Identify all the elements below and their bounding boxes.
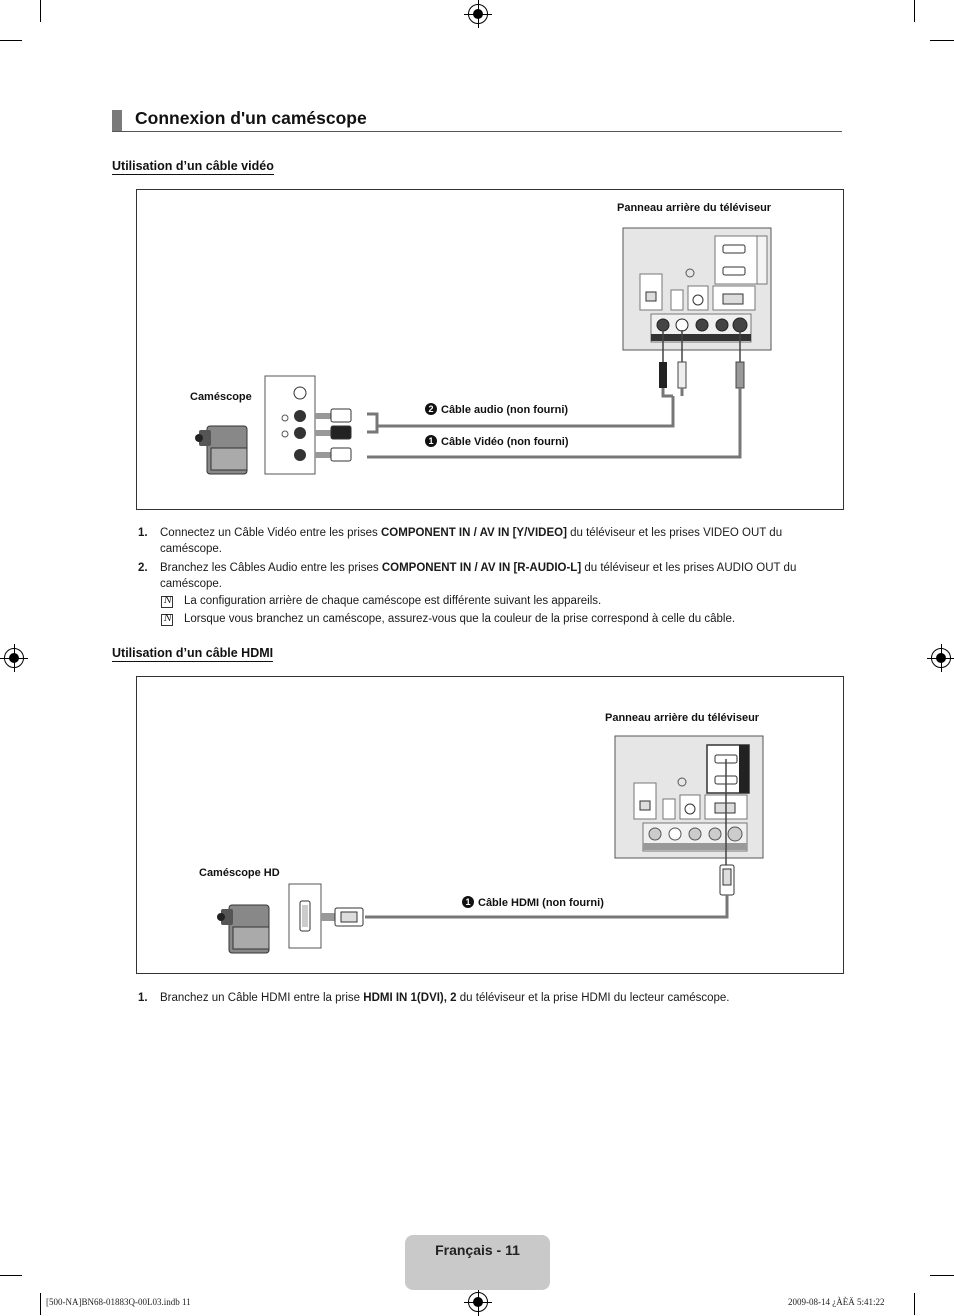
crop-mark: [0, 1275, 22, 1276]
camcorder-icon: [217, 904, 270, 954]
tv-panel-label: Panneau arrière du téléviseur: [605, 712, 760, 724]
camcorder-jack-panel: [264, 375, 316, 475]
registration-mark-icon: [0, 644, 28, 672]
print-slug-left: [500-NA]BN68-01883Q-00L03.indb 11: [46, 1297, 191, 1307]
tv-plugs: [659, 330, 745, 389]
hdmi-connection-illustration: [217, 735, 764, 954]
hdmi-heading: Utilisation d’un câble HDMI: [112, 646, 274, 662]
hdmi-cable: [365, 895, 729, 919]
print-slug-right: 2009-08-14 ¿ÀÈÄ 5:41:22: [788, 1297, 885, 1307]
camcorder-hdmi-plug: [321, 907, 364, 927]
tv-hdmi-plug: [719, 759, 735, 896]
hdmi-step-1: 1. Branchez un Câble HDMI entre la prise…: [138, 992, 730, 1004]
registration-mark-icon: [464, 1288, 492, 1316]
crop-mark: [40, 1293, 41, 1315]
video-diagram: Panneau arrière du téléviseur Caméscope …: [136, 189, 844, 510]
tv-back-panel: [614, 735, 764, 859]
camcorder-label: Caméscope HD: [199, 867, 280, 879]
video-connection-illustration: [195, 227, 772, 475]
crop-mark: [914, 0, 915, 22]
camcorder-label: Caméscope: [190, 391, 252, 403]
title-rule: [112, 131, 842, 132]
camcorder-hdmi-panel: [288, 883, 322, 949]
note-icon: [161, 596, 173, 608]
cables: [367, 388, 742, 459]
camcorder-plugs: [315, 408, 352, 462]
registration-mark-icon: [927, 644, 954, 672]
camcorder-icon: [195, 425, 248, 475]
page-title: Connexion d'un caméscope: [135, 108, 367, 128]
crop-mark: [0, 40, 22, 41]
video-step-2: 2. Branchez les Câbles Audio entre les p…: [138, 562, 797, 590]
crop-mark: [930, 1275, 954, 1276]
hdmi-diagram: Panneau arrière du téléviseur Caméscope …: [136, 676, 844, 974]
tv-panel-label: Panneau arrière du téléviseur: [617, 202, 772, 214]
crop-mark: [930, 40, 954, 41]
crop-mark: [40, 0, 41, 22]
video-heading: Utilisation d’un câble vidéo: [112, 159, 274, 175]
page-number-tab: [405, 1235, 550, 1290]
registration-mark-icon: [464, 0, 492, 28]
note-icon: [161, 614, 173, 626]
video-note-2: Lorsque vous branchez un caméscope, assu…: [184, 613, 736, 625]
title-marker: [112, 110, 122, 131]
video-note-1: La configuration arrière de chaque camés…: [184, 595, 602, 607]
video-step-1: 1. Connectez un Câble Vidéo entre les pr…: [138, 527, 783, 555]
crop-mark: [914, 1293, 915, 1315]
tv-back-panel: [622, 227, 772, 351]
page-number: Français - 11: [435, 1242, 520, 1258]
